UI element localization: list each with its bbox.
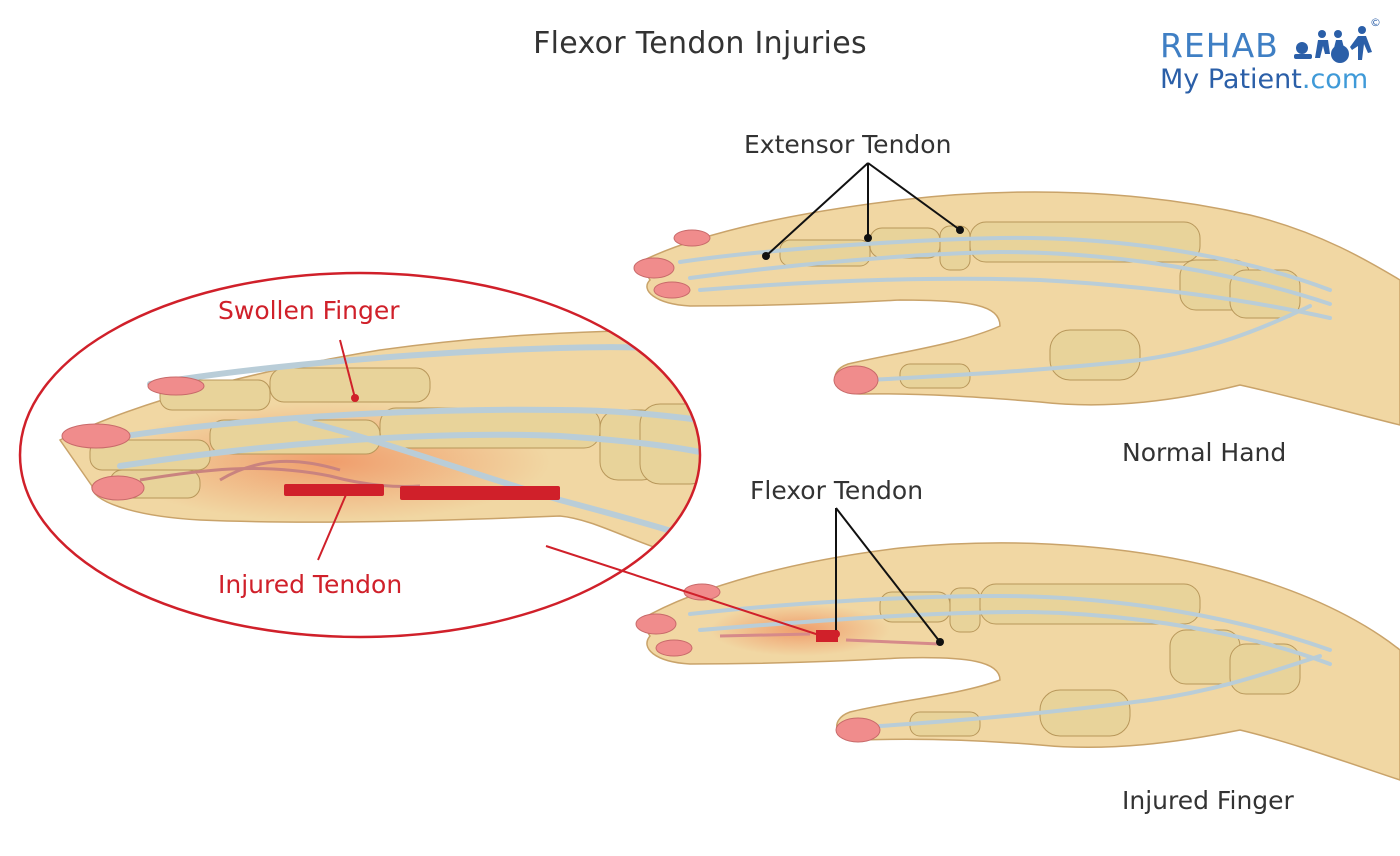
label-swollen-finger: Swollen Finger (218, 296, 400, 325)
zoom-pointer-lines (317, 339, 356, 561)
label-normal-hand: Normal Hand (1122, 438, 1287, 467)
label-injured-finger: Injured Finger (1122, 786, 1294, 815)
exercise-figures-icon (1294, 26, 1372, 63)
label-flexor-tendon: Flexor Tendon (750, 476, 924, 505)
label-extensor-tendon: Extensor Tendon (744, 130, 952, 159)
extensor-pointer-lines (765, 162, 961, 257)
flexor-pointer-lines (835, 507, 941, 643)
zoom-oval-outline (18, 271, 702, 639)
zoom-connector-line (545, 545, 823, 637)
logo-domain: .com (1301, 64, 1369, 95)
logo-line-2-main: My Patient (1160, 64, 1302, 95)
logo-line-2: My Patient.com (1160, 64, 1368, 95)
page-title: Flexor Tendon Injuries (533, 26, 867, 61)
label-injured-tendon: Injured Tendon (218, 570, 403, 599)
normal-hand-figure (633, 191, 1400, 426)
zoom-detail-oval (18, 271, 823, 639)
logo-line-1: REHAB (1160, 26, 1279, 65)
injured-hand-figure (635, 542, 1400, 781)
rehab-my-patient-logo[interactable]: REHAB © My Patient.com (1160, 16, 1390, 104)
copyright-mark: © (1370, 16, 1381, 29)
